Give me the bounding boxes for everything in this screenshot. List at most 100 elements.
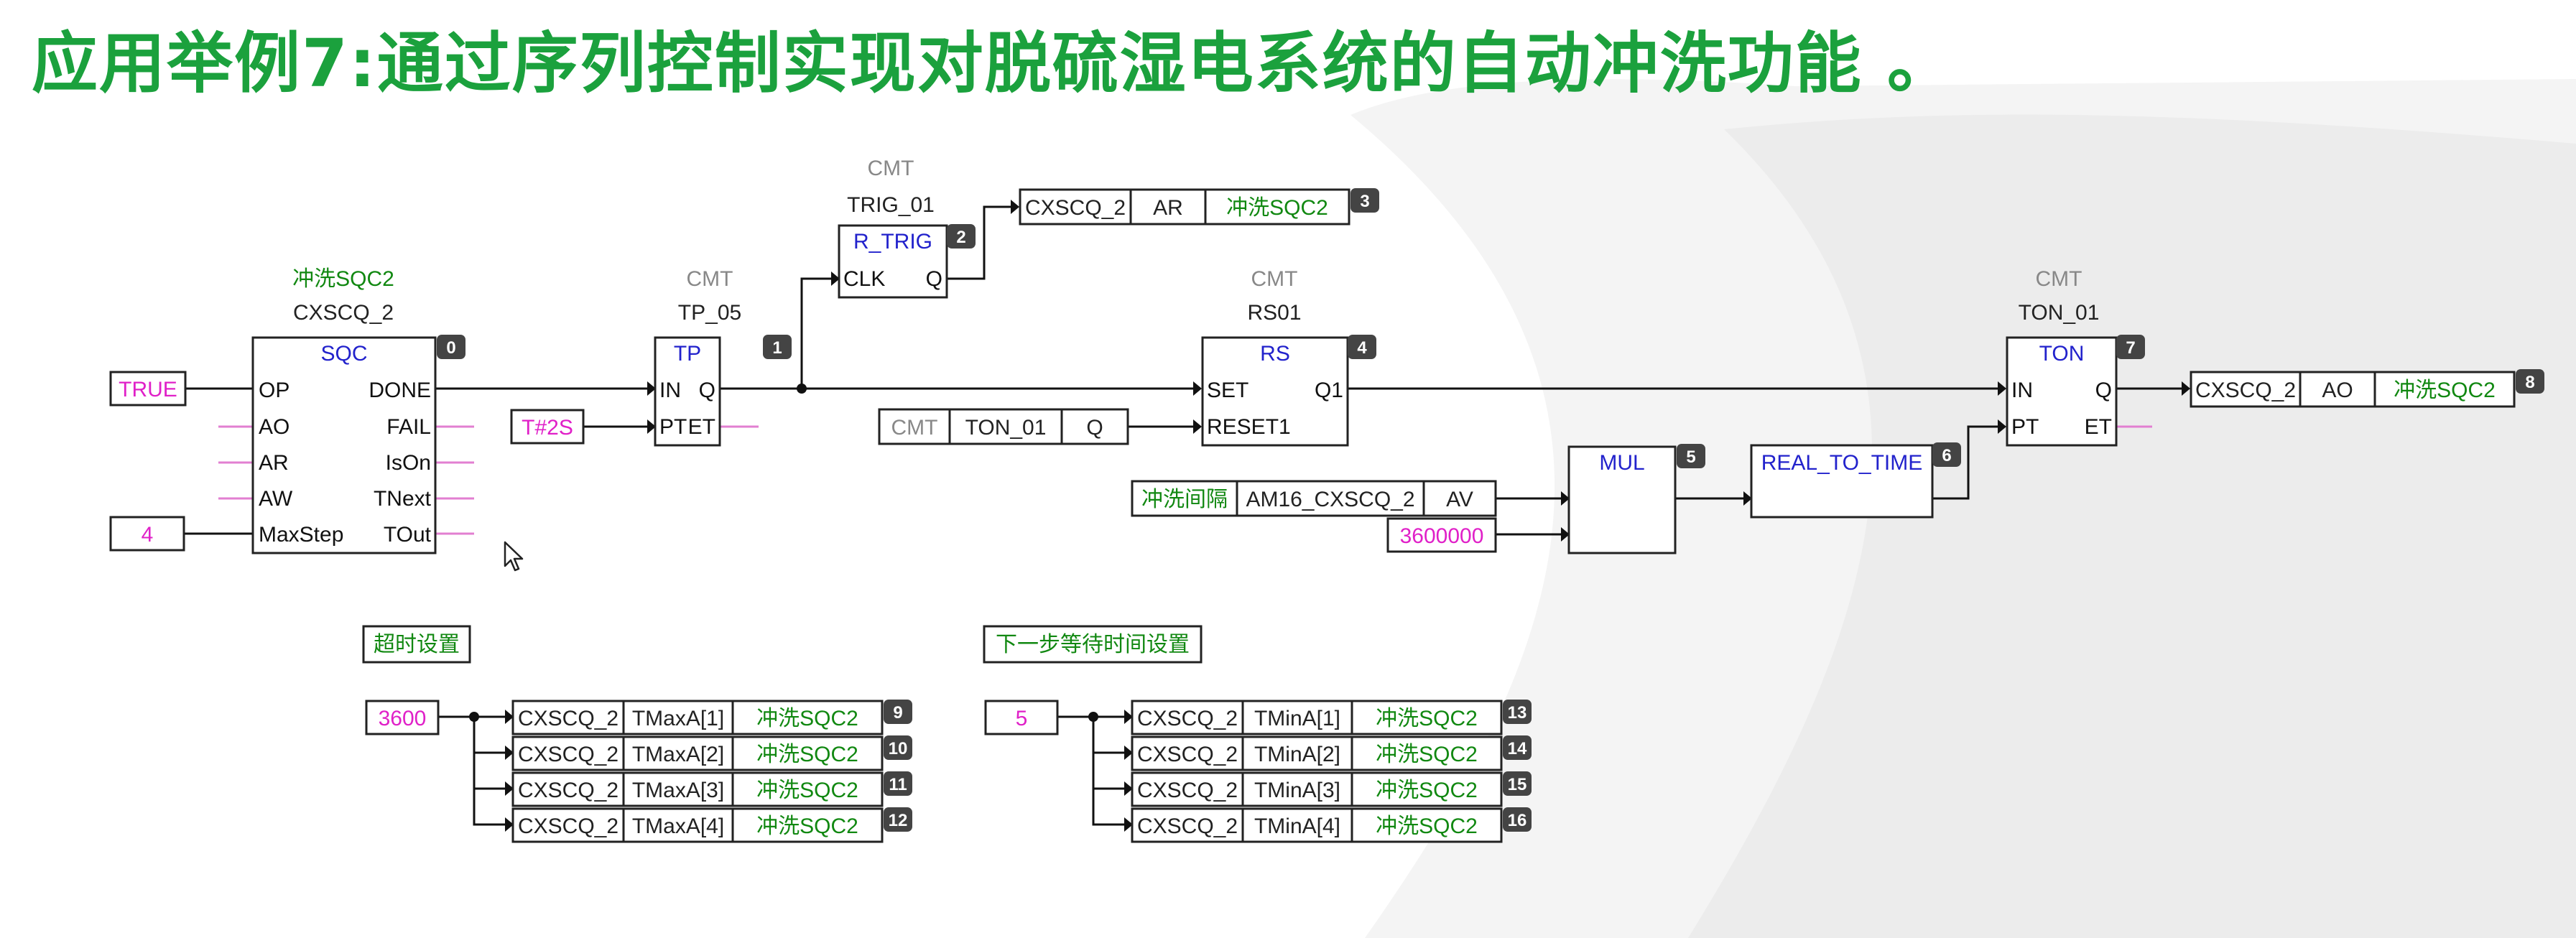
real-to-time-exec-order: 6 [1942,446,1951,465]
rtrig-pin-q: Q [926,267,942,291]
const-timeout-value[interactable]: 3600 [365,700,440,735]
reference-exec-order: 12 [889,811,908,830]
sqc-pin-tnext: TNext [374,487,432,511]
reference-exec-order: 11 [889,775,907,794]
mouse-cursor-icon [504,541,524,572]
reference-cell: CXSCQ_2 [1137,743,1238,766]
reference-exec-order: 15 [1508,775,1527,794]
svg-text:AR: AR [1153,196,1183,220]
sqc-pin-ao: AO [259,415,289,439]
sqc-comment: 冲洗SQC2 [292,267,394,291]
tp-pin-pt: PT [659,415,687,439]
ton-instance-name: TON_01 [2019,301,2100,325]
reference-cell: 冲洗SQC2 [756,743,858,766]
reference-row[interactable]: CXSCQ_2 TMaxA[1] 冲洗SQC2 9 [511,700,912,735]
svg-text:8: 8 [2525,373,2534,392]
unconnected-pin-stubs [218,425,2152,535]
rs-function-block[interactable]: CMT RS01 RS SET RESET1 Q1 4 [1201,267,1376,447]
reference-cell: 冲洗SQC2 [1376,743,1478,766]
const-max-step[interactable]: 4 [109,516,185,552]
tp-function-block[interactable]: CMT TP_05 TP IN PT Q ET 1 [654,267,792,447]
sqc-pin-op: OP [259,379,289,402]
ref-ar-output[interactable]: CXSCQ_2 AR 冲洗SQC2 3 [1019,188,1379,226]
tp-pin-q: Q [699,379,715,402]
reference-cell: 冲洗SQC2 [1376,707,1478,730]
reference-cell: 冲洗SQC2 [756,779,858,802]
reference-cell: 冲洗SQC2 [756,814,858,838]
tp-exec-order: 1 [772,338,782,358]
ton-comment: CMT [2036,267,2082,291]
svg-text:CXSCQ_2: CXSCQ_2 [2195,379,2296,402]
reference-exec-order: 13 [1508,703,1527,723]
sqc-instance-name: CXSCQ_2 [293,301,394,325]
rtrig-exec-order: 2 [956,228,965,247]
reference-cell: TMaxA[4] [632,814,724,838]
reference-cell: CXSCQ_2 [1137,779,1238,802]
svg-text:T#2S: T#2S [522,416,573,440]
sqc-pin-tout: TOut [384,523,432,547]
reference-cell: CXSCQ_2 [1137,707,1238,730]
const-mul-factor[interactable]: 3600000 [1386,517,1497,553]
junction-dots [469,384,1098,722]
rtrig-comment: CMT [868,157,914,180]
rs-pin-set: SET [1207,379,1248,402]
ref-ton-q-input[interactable]: CMT TON_01 Q [878,408,1129,445]
reference-cell: CXSCQ_2 [1137,814,1238,838]
const-pt-value[interactable]: T#2S [510,409,585,445]
sqc-pin-ar: AR [259,451,289,475]
reference-cell: CXSCQ_2 [518,814,618,838]
reference-cell: TMinA[4] [1254,814,1340,838]
tp-instance-name: TP_05 [678,301,741,325]
sqc-pin-aw: AW [259,487,293,511]
tp-comment: CMT [687,267,733,291]
reference-cell: TMaxA[3] [632,779,724,802]
reference-exec-order: 9 [893,703,902,723]
svg-text:3: 3 [1360,192,1369,211]
reference-cell: TMinA[1] [1254,707,1340,730]
mul-function-block[interactable]: MUL 5 [1567,444,1705,554]
svg-text:AO: AO [2322,379,2353,402]
ref-flush-interval[interactable]: 冲洗间隔 AM16_CXSCQ_2 AV [1131,480,1497,517]
reference-row[interactable]: CXSCQ_2 TMaxA[4] 冲洗SQC2 12 [511,807,912,843]
tp-type-label: TP [674,342,701,366]
const-true[interactable]: TRUE [109,371,187,407]
rtrig-pin-clk: CLK [843,267,885,291]
reference-cell: 冲洗SQC2 [756,707,858,730]
svg-text:AM16_CXSCQ_2: AM16_CXSCQ_2 [1246,488,1414,511]
real-to-time-function-block[interactable]: REAL_TO_TIME 6 [1750,442,1961,519]
ton-pin-pt: PT [2011,415,2039,439]
svg-text:冲洗SQC2: 冲洗SQC2 [1226,196,1328,220]
rs-pin-reset1: RESET1 [1207,415,1291,439]
svg-text:CXSCQ_2: CXSCQ_2 [1025,196,1126,220]
rs-type-label: RS [1260,342,1290,366]
reference-cell: TMaxA[2] [632,743,724,766]
sqc-pin-fail: FAIL [386,415,431,439]
reference-cell: TMinA[3] [1254,779,1340,802]
sqc-pin-maxstep: MaxStep [259,523,343,547]
sqc-function-block[interactable]: 冲洗SQC2 CXSCQ_2 SQC OP AO AR AW MaxStep D… [251,267,465,554]
rtrig-instance-name: TRIG_01 [847,193,935,217]
rtrig-function-block[interactable]: CMT TRIG_01 R_TRIG CLK Q 2 [838,157,976,299]
const-wait-value[interactable]: 5 [984,700,1059,735]
wait-time-settings-group: 下一步等待时间设置 [983,625,1203,664]
ref-ao-output[interactable]: CXSCQ_2 AO 冲洗SQC2 8 [2190,369,2544,408]
ton-pin-q: Q [2095,379,2112,402]
ton-function-block[interactable]: CMT TON_01 TON IN PT Q ET 7 [2006,267,2145,447]
sqc-type-label: SQC [320,342,367,366]
reference-cell: CXSCQ_2 [518,707,618,730]
mul-exec-order: 5 [1686,447,1695,467]
sqc-pin-done: DONE [369,379,431,402]
reference-row[interactable]: CXSCQ_2 TMinA[1] 冲洗SQC2 13 [1131,700,1532,735]
reference-cell: TMaxA[1] [632,707,724,730]
svg-text:5: 5 [1016,707,1028,730]
sqc-exec-order: 0 [446,338,455,358]
tp-pin-et: ET [688,415,715,439]
page-title: 应用举例7:通过序列控制实现对脱硫湿电系统的自动冲洗功能 。 [32,25,1955,102]
rs-instance-name: RS01 [1247,301,1301,325]
